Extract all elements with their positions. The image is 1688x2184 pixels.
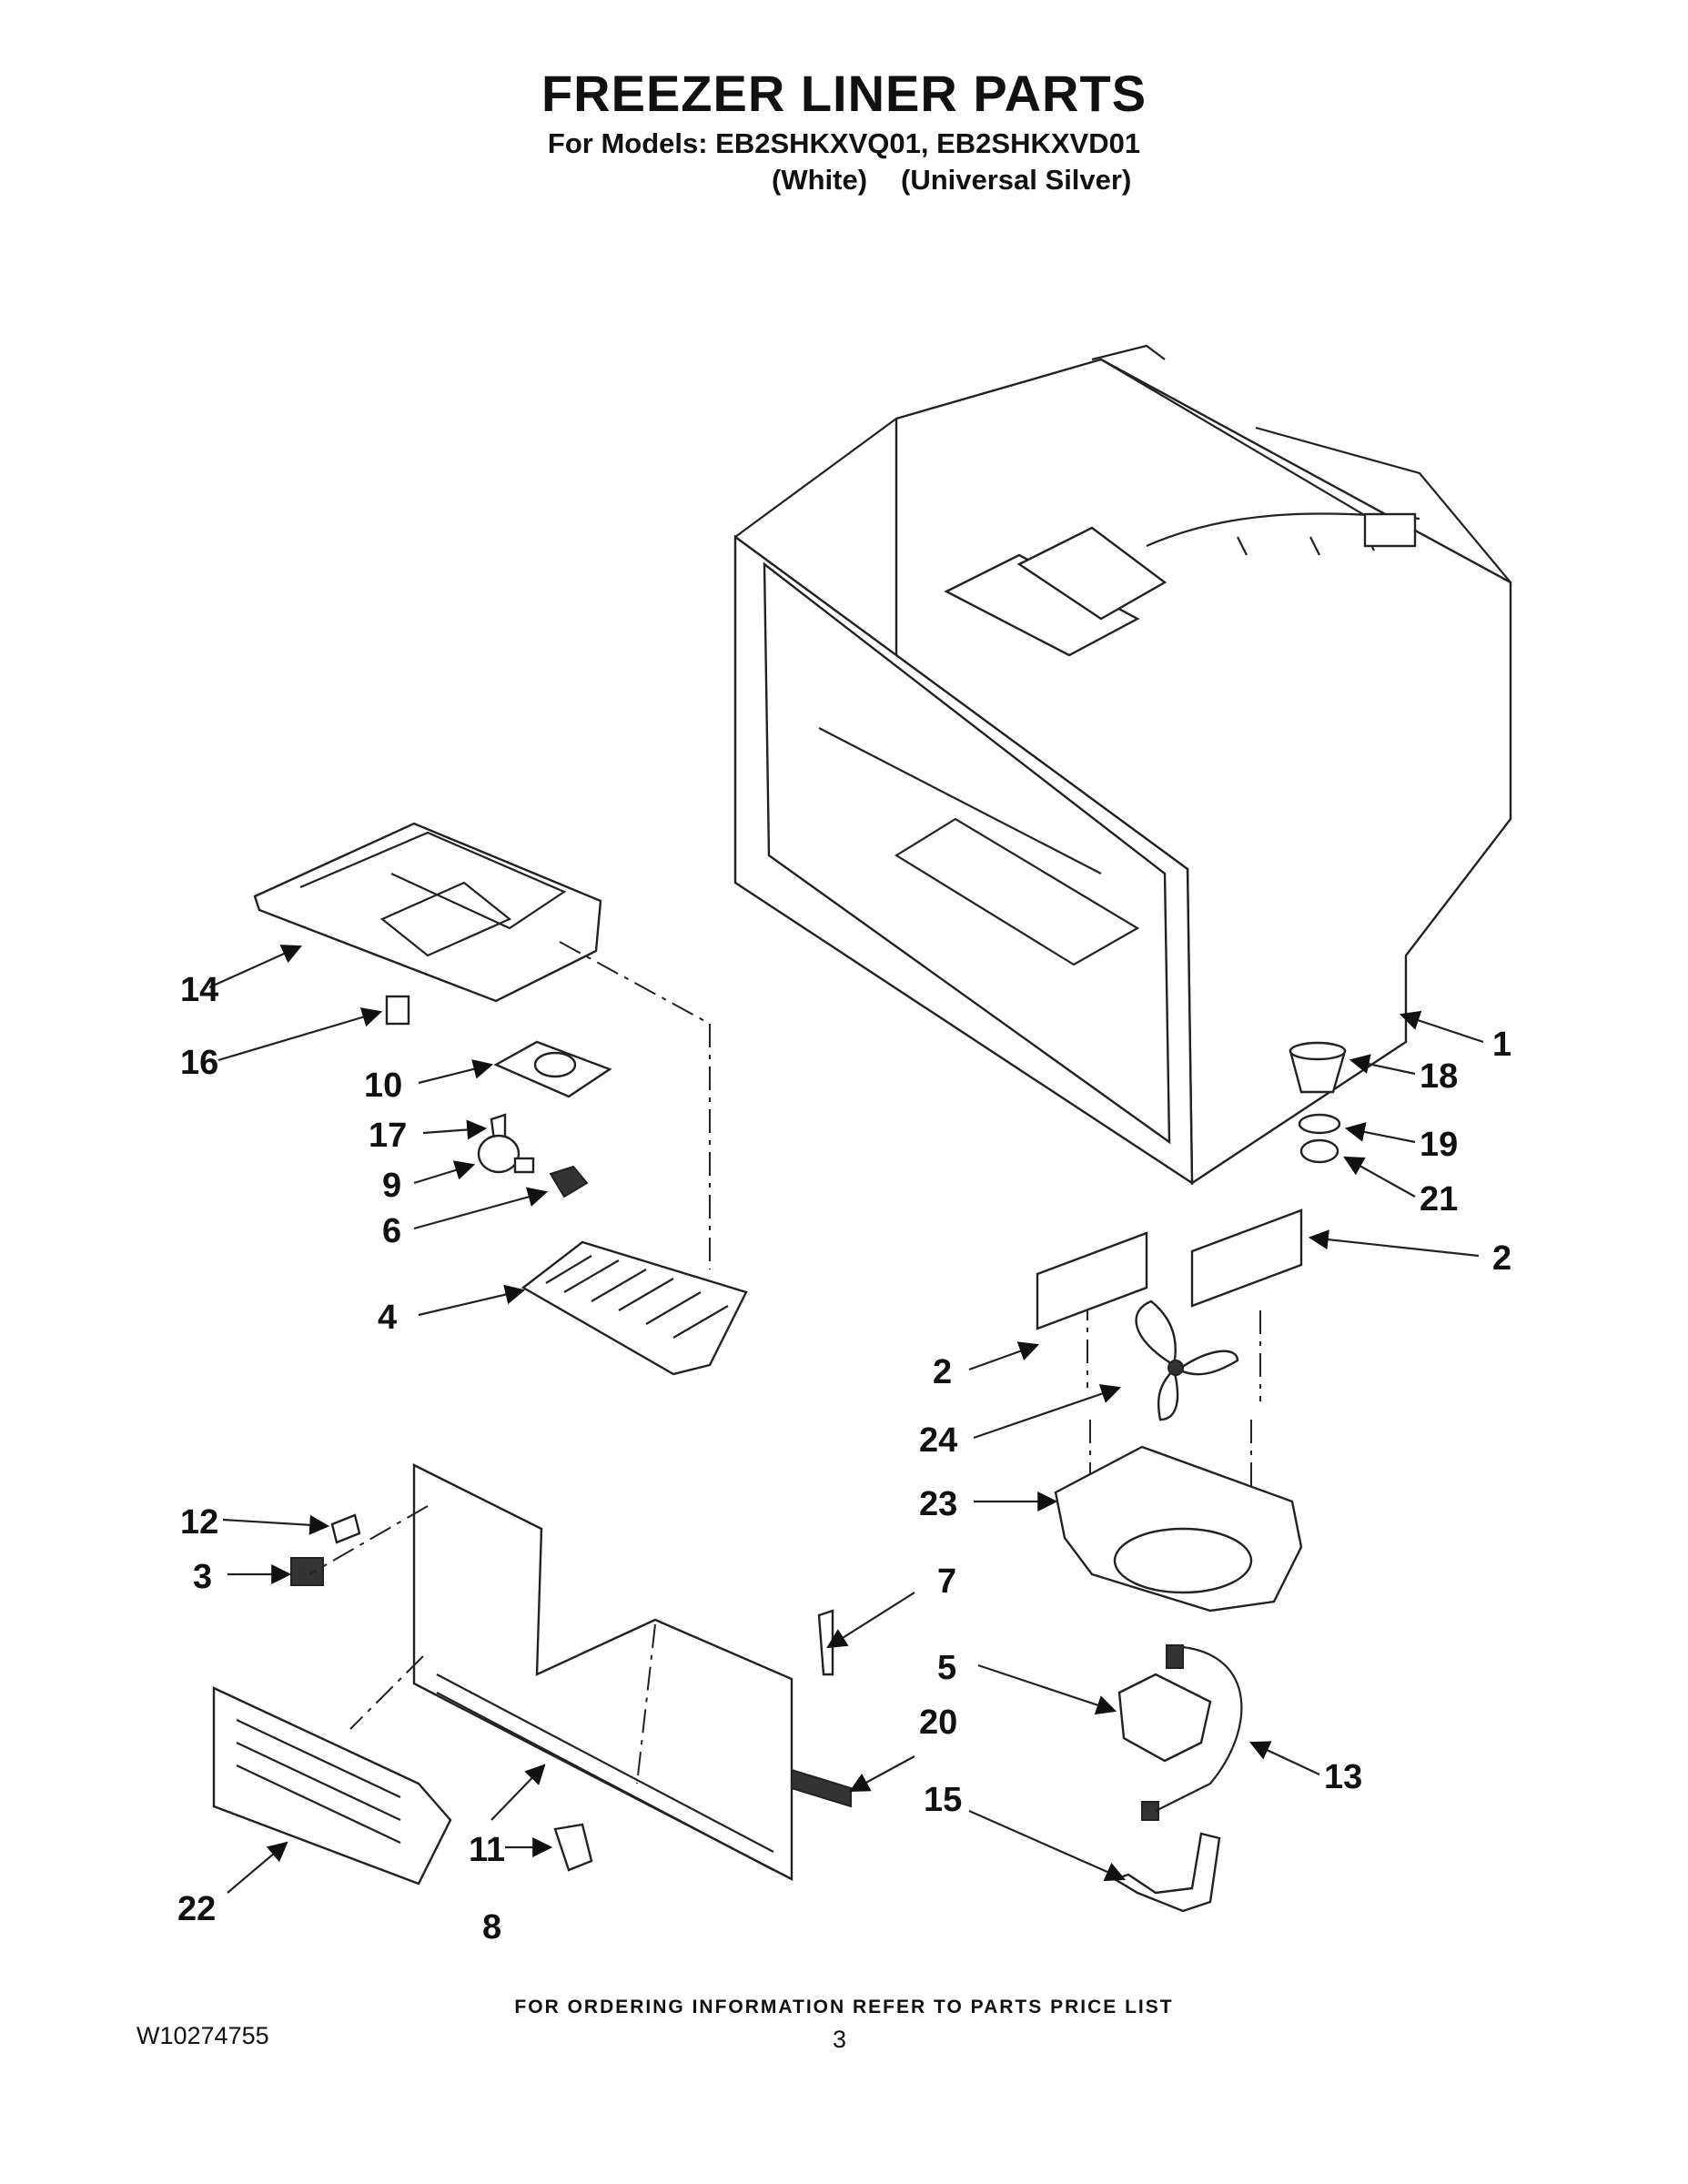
fan-shroud-part: [1054, 1445, 1303, 1613]
foam-block-part: [1036, 1231, 1148, 1330]
bracket-retainer-part: [290, 1557, 324, 1586]
callout-24: 24: [919, 1421, 957, 1460]
callout-16: 16: [180, 1044, 218, 1082]
callout-18: 18: [1420, 1057, 1458, 1096]
color-white-label: (White): [772, 164, 868, 196]
ordering-note: FOR ORDERING INFORMATION REFER TO PARTS …: [514, 1997, 1174, 2017]
temperature-sensor-part: [817, 1609, 834, 1676]
callout-22: 22: [177, 1890, 216, 1928]
callout-23: 23: [919, 1485, 957, 1523]
page-title: FREEZER LINER PARTS: [541, 65, 1147, 122]
evaporator-cover-part: [412, 1463, 793, 1881]
callout-14: 14: [180, 971, 218, 1009]
callout-4: 4: [378, 1299, 397, 1337]
callout-17: 17: [369, 1117, 407, 1155]
light-housing-part: [253, 822, 602, 1003]
drain-cup-part: [1289, 1041, 1347, 1094]
callout-19: 19: [1420, 1126, 1458, 1164]
color-silver-label: (Universal Silver): [901, 164, 1132, 196]
callout-2: 2: [933, 1353, 952, 1391]
page-number: 3: [833, 2026, 847, 2053]
callout-12: 12: [180, 1503, 218, 1542]
callout-10: 10: [364, 1067, 402, 1105]
callout-15: 15: [924, 1781, 962, 1819]
mounting-screw-part: [330, 1513, 361, 1544]
drain-plug-part: [1299, 1138, 1339, 1164]
foam-strip-part: [791, 1768, 852, 1808]
fan-blade-part: [1135, 1299, 1239, 1421]
lamp-socket-part: [549, 1165, 589, 1198]
heater-part: [553, 1823, 593, 1872]
callout-3: 3: [193, 1558, 212, 1596]
callout-9: 9: [382, 1167, 401, 1205]
switch-part: [385, 995, 410, 1026]
motor-bracket-part: [1112, 1832, 1221, 1913]
callout-13: 13: [1324, 1758, 1362, 1796]
callout-1: 1: [1492, 1026, 1511, 1064]
light-bulb-part: [477, 1134, 535, 1174]
document-number: W10274755: [136, 2022, 269, 2049]
callout-11: 11: [469, 1831, 505, 1869]
callout-5: 5: [937, 1649, 956, 1687]
callout-8: 8: [482, 1908, 501, 1946]
lamp-lens-part: [493, 1040, 612, 1098]
callout-6: 6: [382, 1212, 401, 1250]
fan-motor-part: [1117, 1644, 1212, 1821]
models-line: For Models: EB2SHKXVQ01, EB2SHKXVD01: [547, 127, 1141, 159]
callout-21: 21: [1420, 1180, 1458, 1218]
callout-7: 7: [937, 1562, 956, 1601]
shelf-tray-part: [521, 1240, 748, 1376]
wire-harness-part: [1155, 1645, 1243, 1812]
callout-2: 2: [1492, 1239, 1511, 1278]
freezer-liner-part: [733, 344, 1512, 1186]
callout-leaders: [208, 945, 1484, 1894]
foam-block-part: [1190, 1208, 1303, 1308]
o-ring-part: [1298, 1113, 1341, 1135]
air-grille-part: [212, 1686, 452, 1886]
callout-20: 20: [919, 1704, 957, 1742]
